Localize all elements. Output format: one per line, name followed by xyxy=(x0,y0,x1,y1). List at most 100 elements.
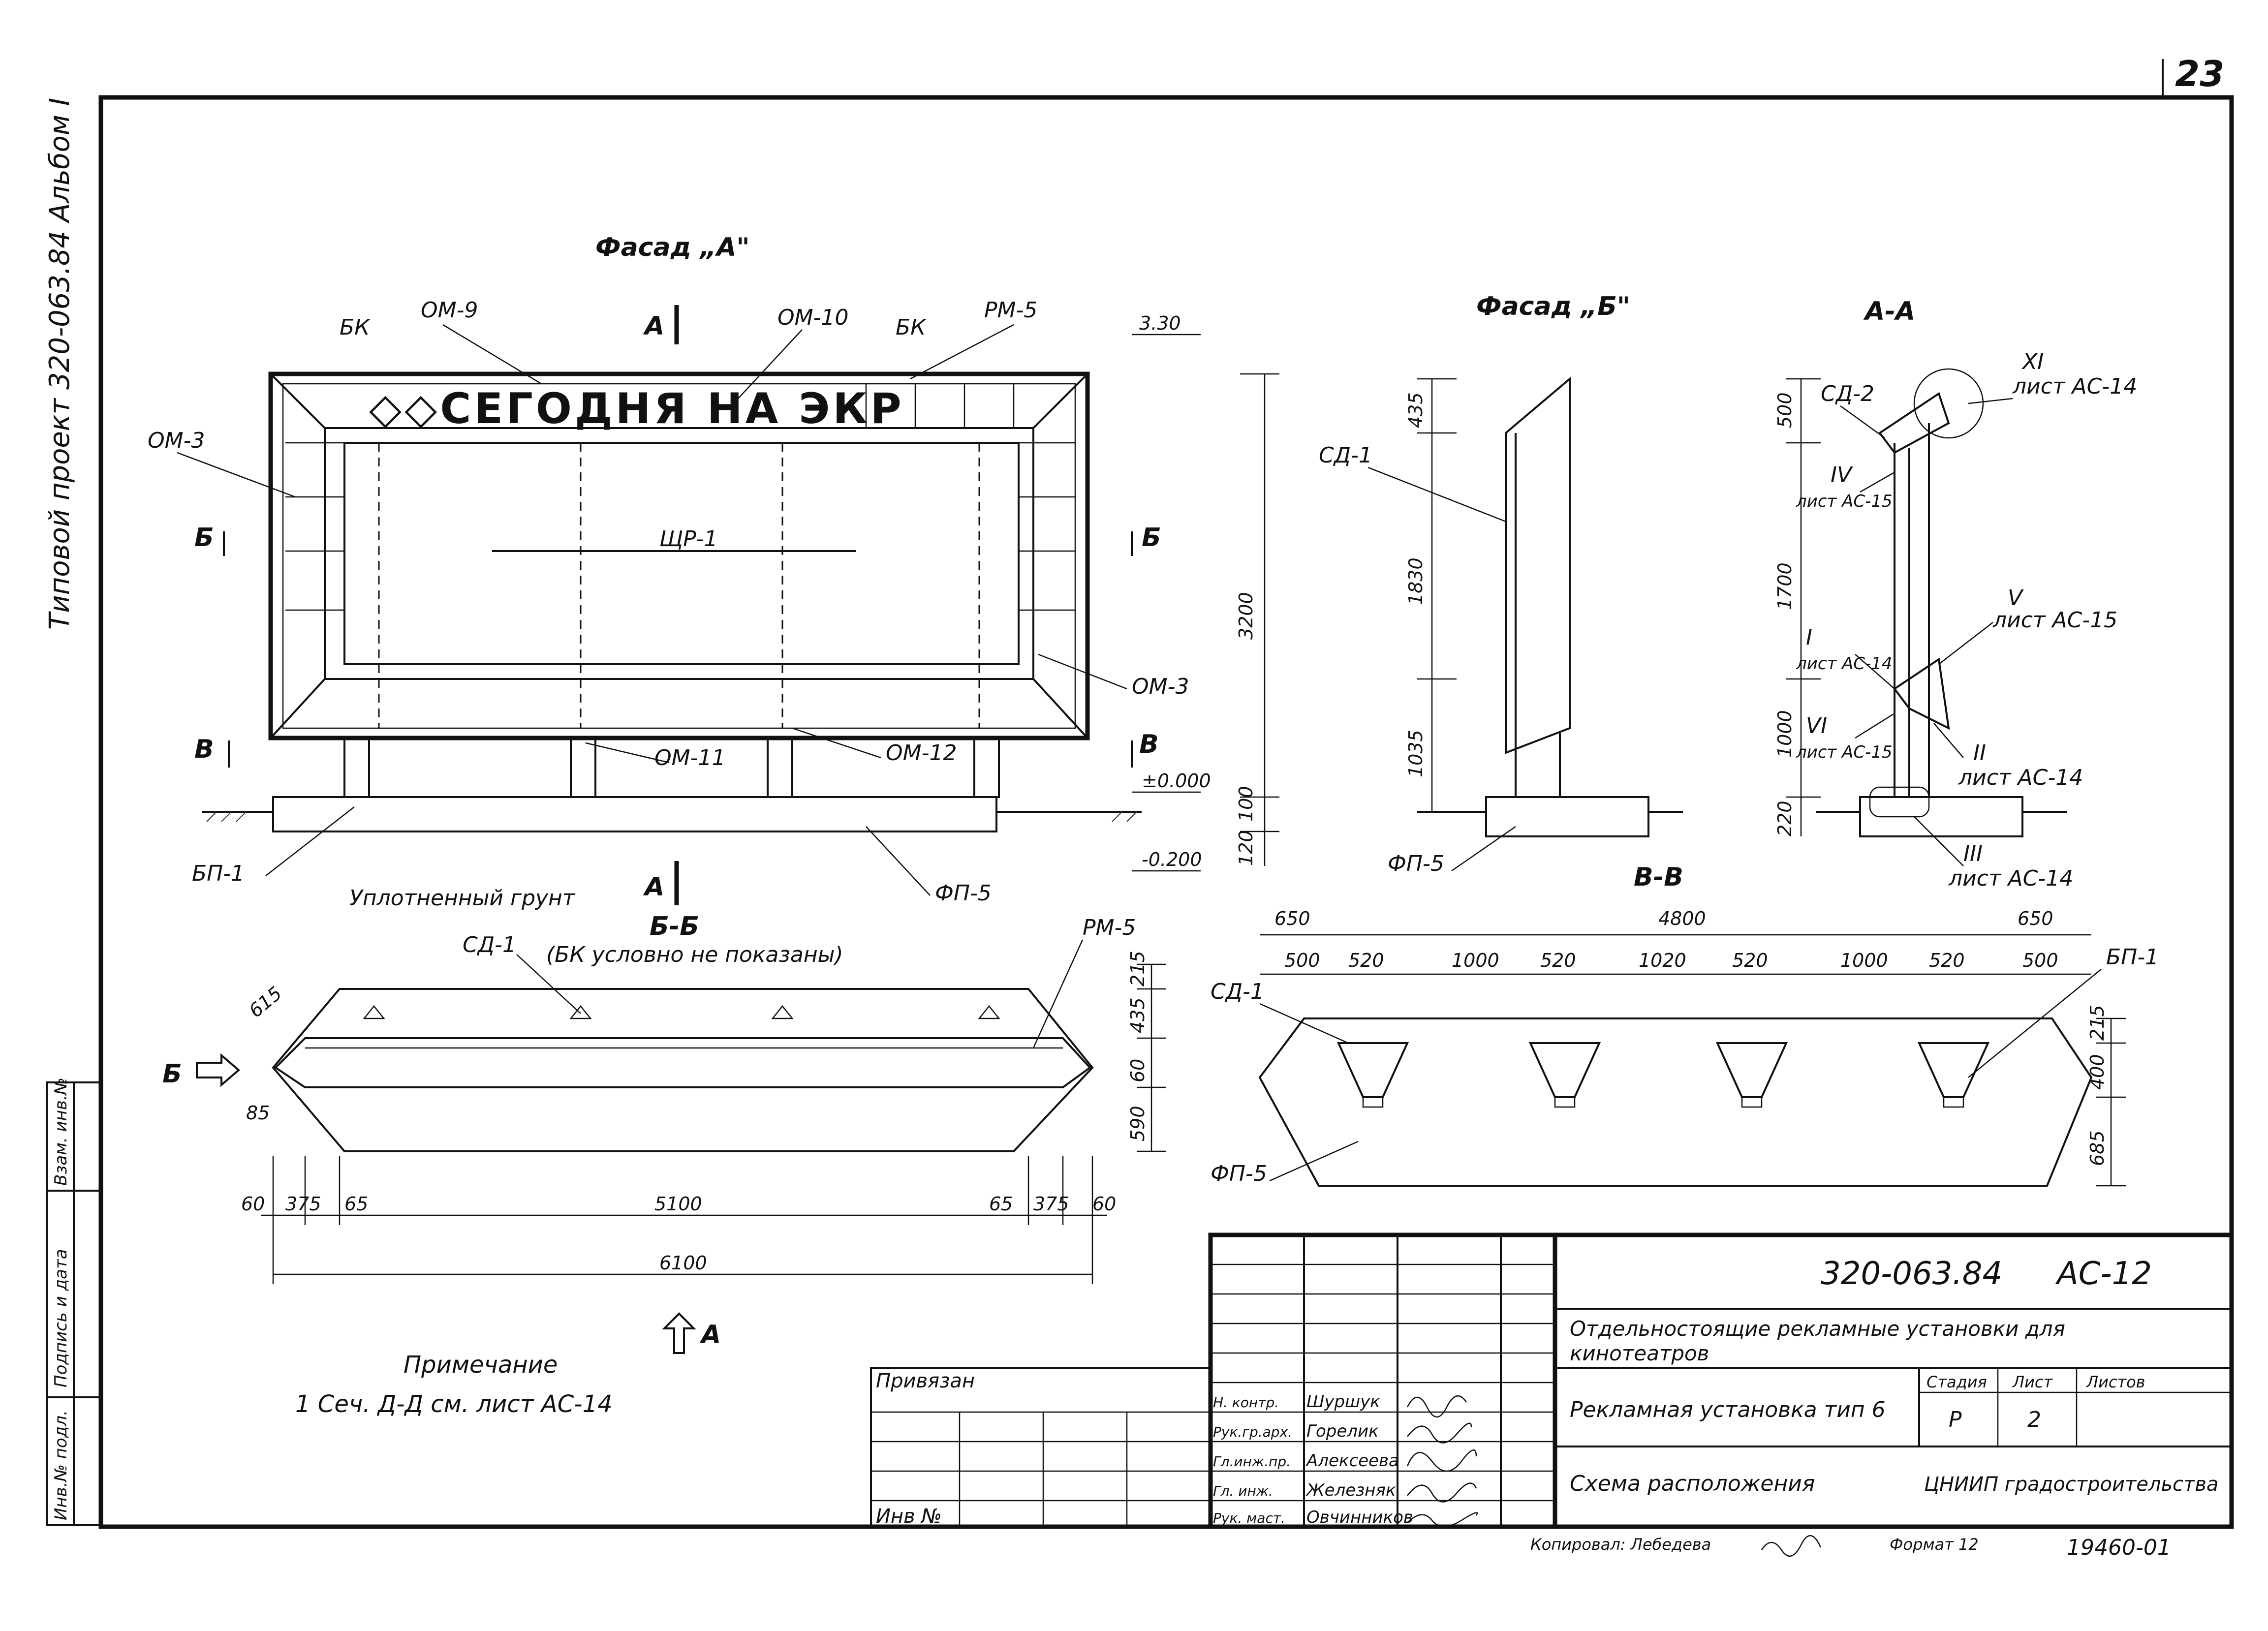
footer: Копировал: Лебедева Формат 12 19460-01 xyxy=(1530,1535,2171,1560)
footer-copied: Копировал: Лебедева xyxy=(1530,1535,1711,1554)
tb-inv: Инв № xyxy=(876,1505,942,1528)
title-block: 320-063.84 АС-12 Отдельностоящие рекламн… xyxy=(870,1232,2234,1529)
level-minus: -0.200 xyxy=(1142,849,1202,870)
label-bk-1: БК xyxy=(340,315,371,340)
label-rm-5: РМ-5 xyxy=(984,298,1037,323)
label-iii-sheet: лист АС-14 xyxy=(1948,866,2073,891)
sig-role-4: Гл. инж. xyxy=(1213,1483,1273,1499)
dim-500-2: 500 xyxy=(2022,950,2058,971)
sig-name-1: Шуршук xyxy=(1306,1392,1380,1412)
dim-65-r: 65 xyxy=(989,1193,1013,1215)
dim-1830-b: 1830 xyxy=(1405,557,1427,605)
label-shr-1: ЩР-1 xyxy=(659,526,718,552)
label-v-sheet: лист АС-15 xyxy=(1992,608,2117,633)
strip-inv-podl: Инв.№ подл. xyxy=(51,1410,71,1520)
dim-5100: 5100 xyxy=(654,1193,702,1215)
tb-sheet-code: АС-12 xyxy=(2055,1256,2152,1292)
dim-120: 120 xyxy=(1235,830,1257,866)
section-mark-b-right: Б xyxy=(1142,523,1161,553)
label-xi-sheet: лист АС-14 xyxy=(2012,374,2137,399)
dim-500-aa: 500 xyxy=(1774,392,1796,428)
dim-215-bb: 215 xyxy=(1127,951,1149,986)
dim-4800: 4800 xyxy=(1658,908,1706,929)
page-number: 23 xyxy=(2175,53,2224,94)
dim-520-3: 520 xyxy=(1732,950,1768,971)
facade-a-view: Фасад „А" ◇◇СЕГОДНЯ НА ЭКР xyxy=(148,233,1279,911)
label-bk-2: БК xyxy=(896,315,927,340)
tb-col-stage: Стадия xyxy=(1926,1373,1987,1391)
strip-vzam-inv: Взам. инв.№ xyxy=(51,1077,71,1186)
label-iv-sheet: лист АС-15 xyxy=(1796,492,1893,511)
label-om-9: ОМ-9 xyxy=(421,298,478,323)
section-mark-a-bottom: А xyxy=(643,872,664,902)
dim-60-r: 60 xyxy=(1092,1193,1116,1215)
foundation-b xyxy=(1485,796,1649,837)
dim-435-bb: 435 xyxy=(1127,997,1149,1033)
level-top: 3.30 xyxy=(1139,312,1181,334)
section-vv-view: В-В СД-1 БП-1 ФП-5 650 4800 650 500 520 … xyxy=(1211,862,2159,1187)
dim-435-b: 435 xyxy=(1405,392,1427,428)
billboard-outer-frame xyxy=(268,371,1090,740)
sig-name-2: Горелик xyxy=(1306,1421,1379,1441)
tb-tied: Привязан xyxy=(876,1370,975,1392)
tb-drawing-name: Рекламная установка тип 6 xyxy=(1570,1397,1886,1422)
dim-400-vv: 400 xyxy=(2086,1054,2108,1090)
side-stamp: Типовой проект 320-063.84 Альбом I xyxy=(44,98,76,630)
label-b-arrow: Б xyxy=(162,1059,182,1089)
note-title: Примечание xyxy=(404,1351,558,1379)
dim-1700-aa: 1700 xyxy=(1774,562,1796,610)
tb-sheet: 2 xyxy=(2027,1407,2041,1432)
note-text: 1 Сеч. Д-Д см. лист АС-14 xyxy=(295,1390,613,1418)
note-block: Примечание 1 Сеч. Д-Д см. лист АС-14 xyxy=(295,1351,613,1418)
label-iii: III xyxy=(1963,841,1983,866)
left-approval-strip: Инв.№ подл. Подпись и дата Взам. инв.№ xyxy=(46,1077,102,1526)
label-sd-1-b: СД-1 xyxy=(1319,443,1372,468)
tb-col-sheet: Лист xyxy=(2012,1373,2053,1391)
facade-b-view: Фасад „Б" СД-1 ФП-5 435 1830 1035 xyxy=(1319,292,1683,876)
tb-col-sheets: Листов xyxy=(2086,1373,2145,1391)
label-v: V xyxy=(2008,585,2024,611)
label-i-sheet: лист АС-14 xyxy=(1796,654,1893,674)
dim-375-r: 375 xyxy=(1033,1193,1069,1215)
dim-1020: 1020 xyxy=(1639,950,1686,971)
label-ii-sheet: лист АС-14 xyxy=(1958,765,2083,790)
label-fp-5-b: ФП-5 xyxy=(1388,851,1444,876)
label-om-10: ОМ-10 xyxy=(777,305,848,330)
section-mark-b-left: Б xyxy=(194,523,214,553)
ground-label: Уплотненный грунт xyxy=(349,886,576,911)
label-vi: VI xyxy=(1806,713,1827,739)
section-aa-view: А-А 500 1700 1000 220 СД-2 XI лист АС-14… xyxy=(1774,297,2137,891)
dim-1000-1: 1000 xyxy=(1452,950,1499,971)
tb-title-line2: кинотеатров xyxy=(1570,1341,1709,1365)
dim-500-1: 500 xyxy=(1284,950,1320,971)
view-arrow-a: А xyxy=(662,1312,721,1354)
dim-65-l: 65 xyxy=(344,1193,368,1215)
foundation-plate xyxy=(272,796,997,832)
tb-stage: Р xyxy=(1949,1407,1962,1432)
section-mark-v-right: В xyxy=(1139,730,1159,759)
dim-60-bb: 60 xyxy=(1127,1059,1149,1082)
dim-60-l: 60 xyxy=(241,1193,265,1215)
sig-name-3: Алексеева xyxy=(1305,1451,1399,1471)
section-vv-title: В-В xyxy=(1634,862,1683,892)
label-xi: XI xyxy=(2021,349,2044,374)
label-om-3-left: ОМ-3 xyxy=(148,428,205,453)
facade-a-title: Фасад „А" xyxy=(595,233,750,262)
tb-sheet-name: Схема расположения xyxy=(1570,1471,1815,1496)
dim-1000-2: 1000 xyxy=(1840,950,1888,971)
dim-3200: 3200 xyxy=(1235,592,1257,640)
label-rm-5-bb: РМ-5 xyxy=(1083,915,1136,940)
screen-panel xyxy=(343,442,1020,665)
sig-name-5: Овчинников xyxy=(1306,1508,1413,1527)
label-fp-5-vv: ФП-5 xyxy=(1211,1161,1267,1186)
section-mark-a-top: А xyxy=(643,311,664,341)
section-bb-view: Б-Б (БК условно не показаны) СД-1 РМ-5 Б… xyxy=(162,912,1166,1284)
label-bp-1: БП-1 xyxy=(192,861,245,886)
dim-520-4: 520 xyxy=(1929,950,1965,971)
footer-number: 19460-01 xyxy=(2067,1535,2171,1560)
sig-role-1: Н. контр. xyxy=(1213,1394,1279,1411)
dim-215-vv: 215 xyxy=(2086,1005,2108,1041)
view-arrow-a-label: А xyxy=(699,1320,721,1350)
copier-signature xyxy=(1761,1535,1822,1557)
